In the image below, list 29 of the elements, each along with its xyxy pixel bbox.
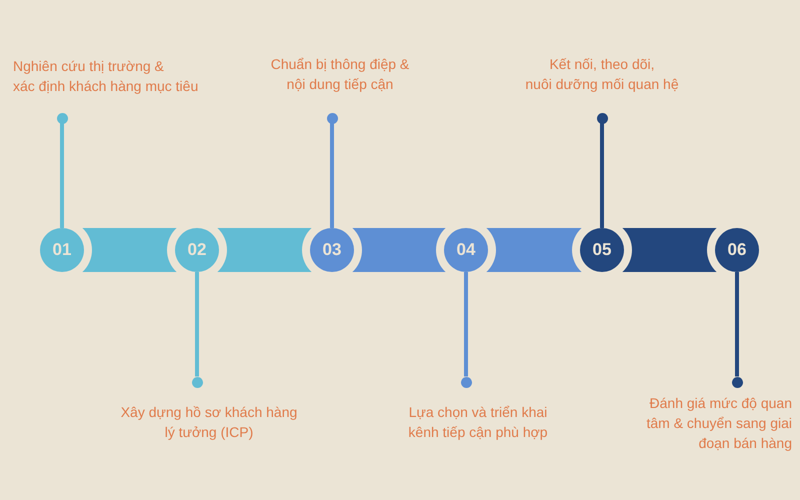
step-number-circle: 05 <box>580 228 624 272</box>
ribbon-connector <box>82 228 177 272</box>
step-caption: Chuẩn bị thông điệp & nội dung tiếp cận <box>270 55 410 94</box>
ribbon-connector <box>352 228 446 272</box>
leader-end-dot <box>732 376 742 388</box>
step-caption: Lựa chọn và triển khai kênh tiếp cận phù hợp <box>408 403 548 442</box>
step-number-circle: 03 <box>310 228 354 272</box>
leader-line <box>60 124 64 228</box>
leader-end-dot <box>56 112 68 124</box>
ribbon-connector <box>486 228 582 272</box>
leader-end-dot <box>326 112 338 124</box>
ribbon-connector <box>217 228 312 272</box>
leader-line <box>464 272 468 376</box>
leader-line <box>735 272 739 376</box>
step-caption: Xây dựng hồ sơ khách hàng lý tưởng (ICP) <box>120 403 298 442</box>
ribbon-connector <box>622 228 717 272</box>
leader-end-dot <box>192 376 202 388</box>
step-caption: Kết nối, theo dõi, nuôi dưỡng mối quan hệ <box>525 55 679 94</box>
leader-end-dot <box>596 112 608 124</box>
step-number-circle: 01 <box>40 228 84 272</box>
leader-line <box>330 124 334 228</box>
step-number-circle: 04 <box>444 228 488 272</box>
step-caption: Nghiên cứu thị trường & xác định khách hàng mục tiêu <box>13 57 198 96</box>
step-number-circle: 06 <box>715 228 759 272</box>
leader-end-dot <box>460 376 472 388</box>
leader-line <box>195 272 199 376</box>
step-caption: Đánh giá mức độ quan tâm & chuyển sang giai đoạn bán hàng <box>646 394 792 453</box>
leader-line <box>600 124 604 228</box>
step-number-circle: 02 <box>175 228 219 272</box>
